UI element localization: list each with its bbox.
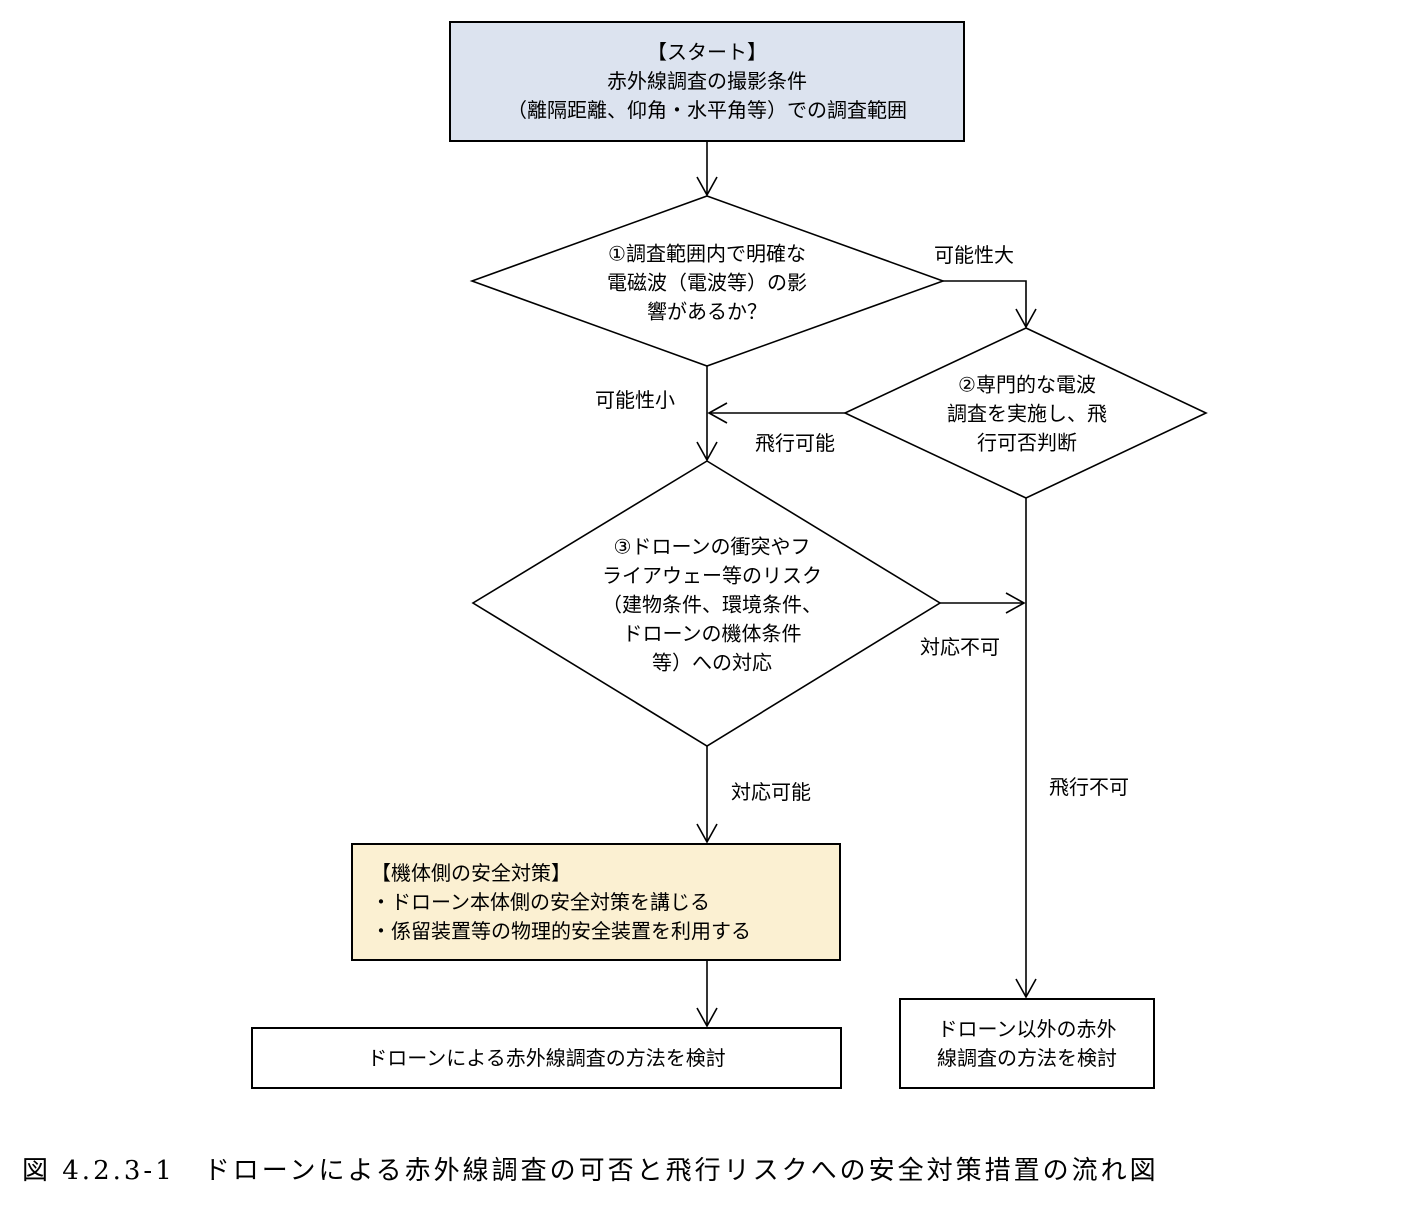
label-flight-impossible: 飛行不可	[1049, 775, 1129, 799]
safety-item: ・ドローン本体側の安全対策を講じる	[371, 889, 710, 914]
arrow-d1-to-d2	[943, 280, 1037, 329]
result-drone-box: ドローンによる赤外線調査の方法を検討	[251, 1027, 842, 1089]
result-other-line: 線調査の方法を検討	[937, 1045, 1117, 1070]
decision3-line: ドローンの機体条件	[622, 621, 802, 646]
safety-item: ・係留装置等の物理的安全装置を利用する	[371, 918, 751, 943]
decision1-text: ①調査範囲内で明確な 電磁波（電波等）の影 響があるか？	[607, 240, 807, 327]
start-line3: （離隔距離、仰角・水平角等）での調査範囲	[507, 98, 907, 122]
start-box: 【スタート】 赤外線調査の撮影条件 （離隔距離、仰角・水平角等）での調査範囲	[449, 21, 965, 142]
decision1-line: 電磁波（電波等）の影	[607, 270, 807, 295]
result-other-line: ドローン以外の赤外	[937, 1016, 1117, 1041]
decision2-line: ②専門的な電波	[958, 372, 1096, 397]
start-line2: 赤外線調査の撮影条件	[607, 69, 807, 93]
result-other-box: ドローン以外の赤外 線調査の方法を検討	[899, 998, 1155, 1089]
safety-measures-box: 【機体側の安全対策】 ・ドローン本体側の安全対策を講じる ・係留装置等の物理的安…	[351, 843, 841, 961]
decision3-line: ライアウェー等のリスク	[602, 563, 822, 588]
decision2-text: ②専門的な電波 調査を実施し、飛 行可否判断	[947, 371, 1107, 458]
decision3-line: 等）への対応	[652, 650, 772, 675]
label-not-manageable: 対応不可	[920, 635, 1000, 659]
decision3-line: （建物条件、環境条件、	[602, 592, 822, 617]
safety-title: 【機体側の安全対策】	[371, 860, 571, 885]
start-title: 【スタート】	[647, 40, 767, 64]
label-manageable: 対応可能	[731, 780, 811, 804]
label-high-possibility: 可能性大	[934, 243, 1014, 267]
figure-caption: 図 4.2.3-1 ドローンによる赤外線調査の可否と飛行リスクへの安全対策措置の…	[22, 1156, 1159, 1186]
label-low-possibility: 可能性小	[595, 388, 675, 412]
result-drone-text: ドローンによる赤外線調査の方法を検討	[367, 1045, 726, 1070]
decision1-line: 響があるか？	[647, 299, 767, 324]
decision3-line: ③ドローンの衝突やフ	[613, 534, 811, 559]
decision1-line: ①調査範囲内で明確な	[608, 241, 806, 266]
label-flight-possible: 飛行可能	[755, 431, 835, 455]
decision2-line: 行可否判断	[977, 430, 1077, 455]
decision2-line: 調査を実施し、飛	[947, 401, 1107, 426]
decision3-text: ③ドローンの衝突やフ ライアウェー等のリスク （建物条件、環境条件、 ドローンの…	[602, 533, 822, 678]
